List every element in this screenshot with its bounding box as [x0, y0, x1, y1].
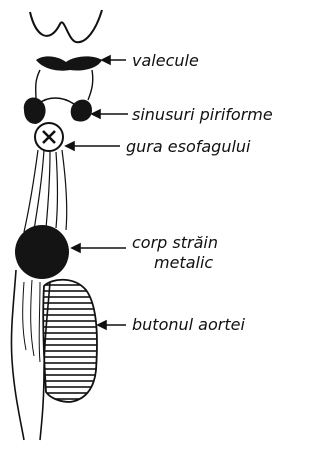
valecule-shape: [36, 56, 102, 70]
foreign-body: [15, 225, 69, 279]
esophagus-tube: [24, 150, 67, 232]
lower-esophagus-left-wall: [11, 270, 24, 440]
label-sinusuri-piriforme: sinusuri piriforme: [132, 105, 273, 124]
label-metalic: metalic: [154, 253, 213, 272]
epiglottis-outline: [30, 10, 102, 42]
lower-esophagus-folds: [23, 280, 40, 362]
label-butonul-aortei: butonul aortei: [132, 315, 245, 334]
aortic-knob: [43, 280, 97, 402]
pharynx-outline: [36, 70, 93, 100]
larynx-connector: [38, 98, 74, 104]
label-valecule: valecule: [132, 51, 199, 70]
label-gura-esofagului: gura esofagului: [126, 137, 251, 156]
piriform-sinus-right: [71, 100, 92, 122]
label-corp-strain: corp străin: [132, 233, 218, 252]
